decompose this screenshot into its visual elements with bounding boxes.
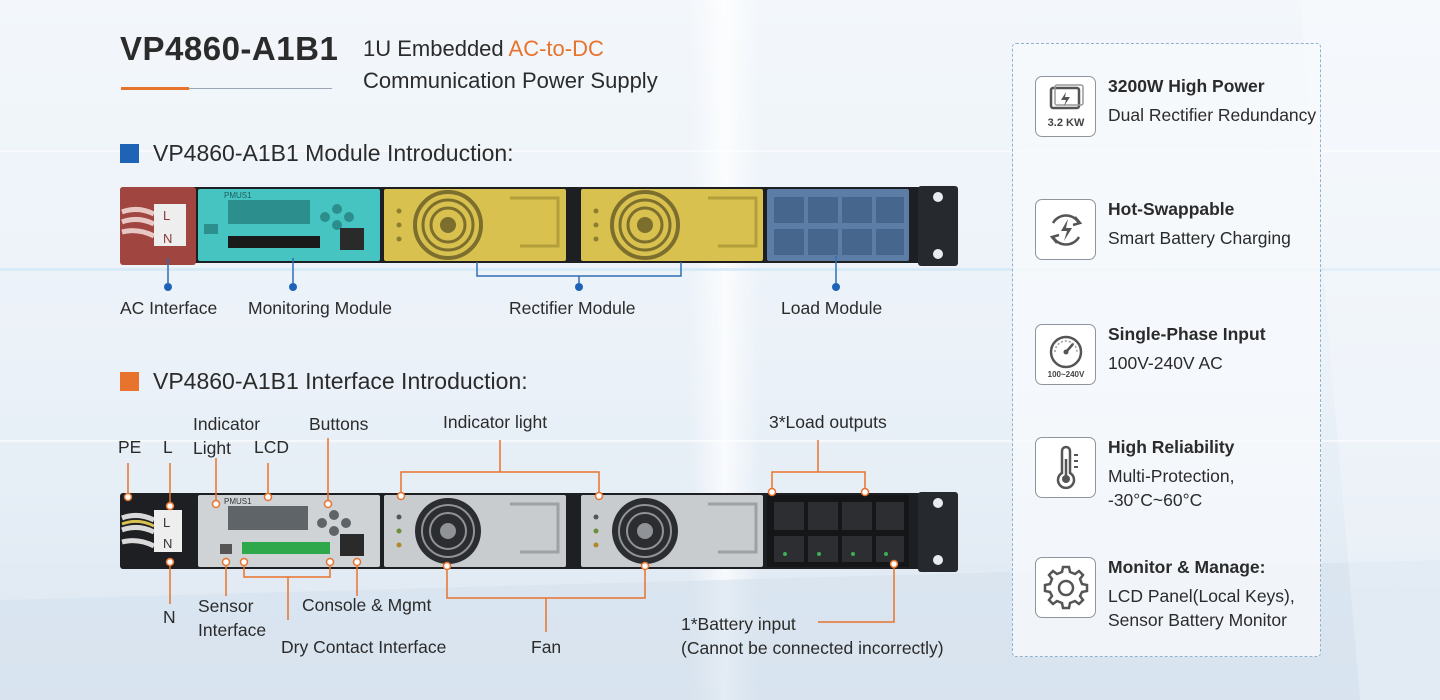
label-pe: PE bbox=[118, 437, 142, 457]
gear-icon bbox=[1035, 557, 1096, 618]
product-subtitle: 1U Embedded AC-to-DC Communication Power… bbox=[363, 33, 658, 97]
feature-desc: Dual Rectifier Redundancy bbox=[1108, 105, 1317, 125]
ac-l-mark-bottom: L bbox=[163, 515, 171, 530]
pmu-mark-bottom: PMUS1 bbox=[224, 497, 252, 506]
label-n: N bbox=[163, 607, 176, 627]
label-indicator-light-left: Indicator Light bbox=[193, 414, 261, 458]
feature-title: Hot-Swappable bbox=[1108, 199, 1235, 219]
svg-text:100~240V: 100~240V bbox=[1047, 370, 1084, 379]
label-ac-interface: AC Interface bbox=[120, 298, 218, 318]
blue-square-icon bbox=[120, 144, 139, 163]
interface-section-title: VP4860-A1B1 Interface Introduction: bbox=[153, 368, 528, 394]
module-callout-lines bbox=[164, 256, 840, 291]
interface-callout-lines bbox=[123, 438, 899, 632]
label-load-module: Load Module bbox=[781, 298, 883, 318]
interface-section-heading: VP4860-A1B1 Interface Introduction: bbox=[120, 368, 528, 395]
module-section-title: VP4860-A1B1 Module Introduction: bbox=[153, 140, 514, 166]
module-section-heading: VP4860-A1B1 Module Introduction: bbox=[120, 140, 514, 167]
feature-item-high-reliability: High Reliability Multi-Protection, -30°C… bbox=[1035, 437, 1315, 517]
orange-square-icon bbox=[120, 372, 139, 391]
thermometer-icon bbox=[1035, 437, 1096, 498]
gauge-icon: 100~240V bbox=[1035, 324, 1096, 385]
power-3-2kw-icon: 3.2 KW bbox=[1035, 76, 1096, 137]
feature-desc: 100V-240V AC bbox=[1108, 353, 1223, 373]
feature-item-monitor-manage: Monitor & Manage: LCD Panel(Local Keys),… bbox=[1035, 557, 1315, 637]
label-indicator-light: Indicator light bbox=[443, 412, 548, 432]
feature-item-single-phase: 100~240V Single-Phase Input 100V-240V AC bbox=[1035, 324, 1315, 404]
feature-panel: 3.2 KW 3200W High Power Dual Rectifier R… bbox=[1012, 43, 1321, 657]
label-buttons: Buttons bbox=[309, 414, 369, 434]
device-module-view bbox=[120, 186, 958, 266]
label-l: L bbox=[163, 437, 173, 457]
label-sensor-interface: Sensor Interface bbox=[198, 596, 267, 640]
feature-item-high-power: 3.2 KW 3200W High Power Dual Rectifier R… bbox=[1035, 76, 1317, 156]
feature-title: Single-Phase Input bbox=[1108, 324, 1266, 344]
device-interface-view bbox=[120, 492, 958, 572]
ac-n-mark-top: N bbox=[163, 231, 173, 246]
feature-title: Monitor & Manage: bbox=[1108, 557, 1266, 577]
label-battery-input: 1*Battery input (Cannot be connected inc… bbox=[681, 614, 944, 658]
product-title: VP4860-A1B1 bbox=[120, 30, 339, 67]
label-monitoring-module: Monitoring Module bbox=[248, 298, 392, 318]
label-fan: Fan bbox=[531, 637, 562, 657]
title-underline bbox=[121, 87, 332, 90]
feature-desc: Multi-Protection, -30°C~60°C bbox=[1108, 466, 1235, 510]
svg-text:3.2 KW: 3.2 KW bbox=[1047, 117, 1084, 129]
label-lcd: LCD bbox=[254, 437, 290, 457]
feature-desc: LCD Panel(Local Keys), Sensor Battery Mo… bbox=[1108, 586, 1295, 630]
ac-n-mark-bottom: N bbox=[163, 536, 173, 551]
feature-title: 3200W High Power bbox=[1108, 76, 1265, 96]
label-load-outputs: 3*Load outputs bbox=[769, 412, 887, 432]
pmu-mark-top: PMUS1 bbox=[224, 191, 252, 200]
feature-title: High Reliability bbox=[1108, 437, 1235, 457]
label-dry-contact-interface: Dry Contact Interface bbox=[281, 637, 447, 657]
ac-l-mark-top: L bbox=[163, 208, 171, 223]
label-console-mgmt: Console & Mgmt bbox=[302, 595, 432, 615]
subtitle-prefix: 1U Embedded bbox=[363, 36, 509, 61]
subtitle-line2: Communication Power Supply bbox=[363, 68, 658, 93]
subtitle-accent: AC-to-DC bbox=[508, 36, 604, 61]
feature-desc: Smart Battery Charging bbox=[1108, 228, 1291, 248]
feature-item-hot-swappable: Hot-Swappable Smart Battery Charging bbox=[1035, 199, 1315, 279]
hot-swap-icon bbox=[1035, 199, 1096, 260]
label-rectifier-module: Rectifier Module bbox=[509, 298, 636, 318]
